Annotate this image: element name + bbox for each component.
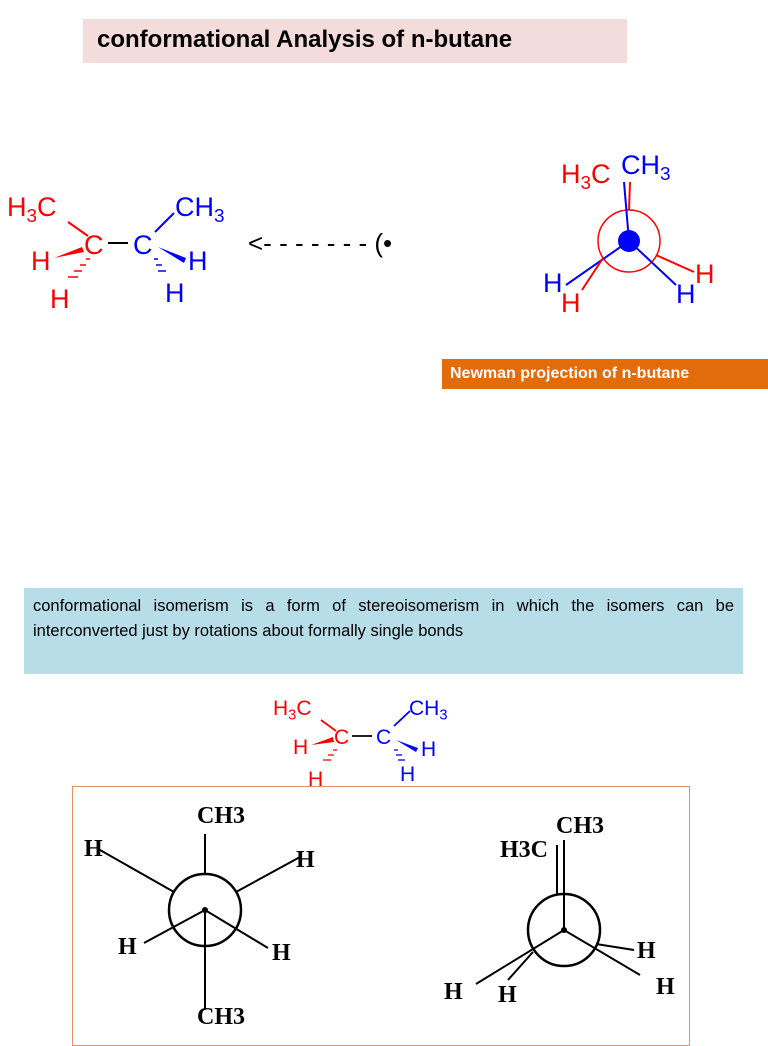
left-h-down: H xyxy=(50,284,70,314)
anti-h-top-left: H xyxy=(84,836,103,862)
eclipsed-rear-bond-left xyxy=(507,951,534,981)
mid-hash-right xyxy=(394,749,405,761)
eclipsed-front-bond-right xyxy=(563,929,641,976)
anti-front-bond-left xyxy=(143,909,206,944)
newman-h-2: H xyxy=(561,288,581,318)
wedge-bond-right xyxy=(158,247,186,263)
eclipsed-h-2: H xyxy=(498,982,517,1008)
newman-h-1: H xyxy=(543,268,563,298)
bond-methyl-left xyxy=(67,221,89,237)
front-bond-right xyxy=(628,240,677,286)
right-carbon: C xyxy=(133,230,153,260)
mid-left-h-wedge: H xyxy=(293,736,308,759)
mid-wedge-left xyxy=(311,737,334,745)
left-carbon: C xyxy=(84,230,104,260)
caption-text: Newman projection of n-butane xyxy=(450,365,690,382)
newman-comparison-frame xyxy=(72,786,690,1046)
front-bond-left xyxy=(565,240,630,286)
newman-anti: CH3 H H H H CH3 xyxy=(84,803,315,1024)
rear-bond-right xyxy=(655,254,695,273)
anti-h-bottom-right: H xyxy=(272,940,291,966)
mid-right-carbon: C xyxy=(376,726,391,749)
eclipsed-front-bond-left xyxy=(475,929,565,985)
eclipsed-h-3: H xyxy=(637,938,656,964)
mid-left-methyl: H3C xyxy=(273,697,312,724)
anti-h-top-right: H xyxy=(296,847,315,873)
anti-top-methyl: CH3 xyxy=(197,803,245,829)
title-banner: conformational Analysis of n-butane xyxy=(83,19,627,63)
newman-front-methyl: H3C xyxy=(561,159,611,194)
mid-left-h-down: H xyxy=(308,768,323,791)
mid-left-carbon: C xyxy=(334,726,349,749)
newman-h-3: H xyxy=(676,279,696,309)
left-methyl-label: H3C xyxy=(7,192,57,227)
newman-projection-top: H3C CH3 H H H H xyxy=(543,150,715,318)
rear-bond-left xyxy=(581,257,604,291)
page-title: conformational Analysis of n-butane xyxy=(97,26,513,53)
hash-bond-right xyxy=(154,258,166,272)
newman-eclipsed: H3C CH3 H H H H xyxy=(444,813,675,1008)
right-h-wedge: H xyxy=(188,246,208,276)
wedge-bond-left xyxy=(54,247,84,258)
anti-rear-bond-left xyxy=(99,849,175,893)
mid-right-h-down: H xyxy=(400,763,415,786)
bond-methyl-right xyxy=(154,212,175,233)
right-methyl-label: CH3 xyxy=(175,192,225,227)
eclipsed-h-1: H xyxy=(444,979,463,1005)
mid-wedge-right xyxy=(396,740,418,752)
anti-h-bottom-left: H xyxy=(118,934,137,960)
front-bond-up xyxy=(623,181,630,242)
mid-right-methyl: CH3 xyxy=(409,697,448,724)
newman-caption: Newman projection of n-butane xyxy=(442,359,768,389)
definition-text: conformational isomerism is a form of st… xyxy=(33,597,734,640)
mid-hash-left xyxy=(323,749,337,761)
chemistry-diagrams: H3C C H H C CH3 H H <- - xyxy=(7,150,715,1024)
dashed-arrow: <- - - - - - - (• xyxy=(248,228,392,258)
rear-bond-up xyxy=(628,181,631,211)
anti-rear-bond-right xyxy=(235,856,301,893)
newman-h-4: H xyxy=(695,259,715,289)
eclipsed-rear-bond-right xyxy=(595,943,635,951)
eclipsed-h-4: H xyxy=(656,974,675,1000)
hash-bond-left xyxy=(68,258,90,278)
left-h-wedge: H xyxy=(31,246,51,276)
newman-back-methyl: CH3 xyxy=(621,150,671,185)
eclipsed-back-methyl: CH3 xyxy=(556,813,604,839)
anti-front-bond-right xyxy=(204,909,269,949)
mid-right-h-wedge: H xyxy=(421,738,436,761)
eclipsed-front-methyl: H3C xyxy=(500,837,548,863)
butane-structure-top: H3C C H H C CH3 H H xyxy=(7,192,225,314)
mid-bond-methyl-right xyxy=(393,710,411,727)
definition-box: conformational isomerism is a form of st… xyxy=(24,588,743,674)
butane-structure-middle: H3C C H H C CH3 H H xyxy=(273,697,448,791)
right-h-down: H xyxy=(165,278,185,308)
anti-bottom-methyl: CH3 xyxy=(197,1004,245,1024)
mid-bond-methyl-left xyxy=(320,719,337,732)
